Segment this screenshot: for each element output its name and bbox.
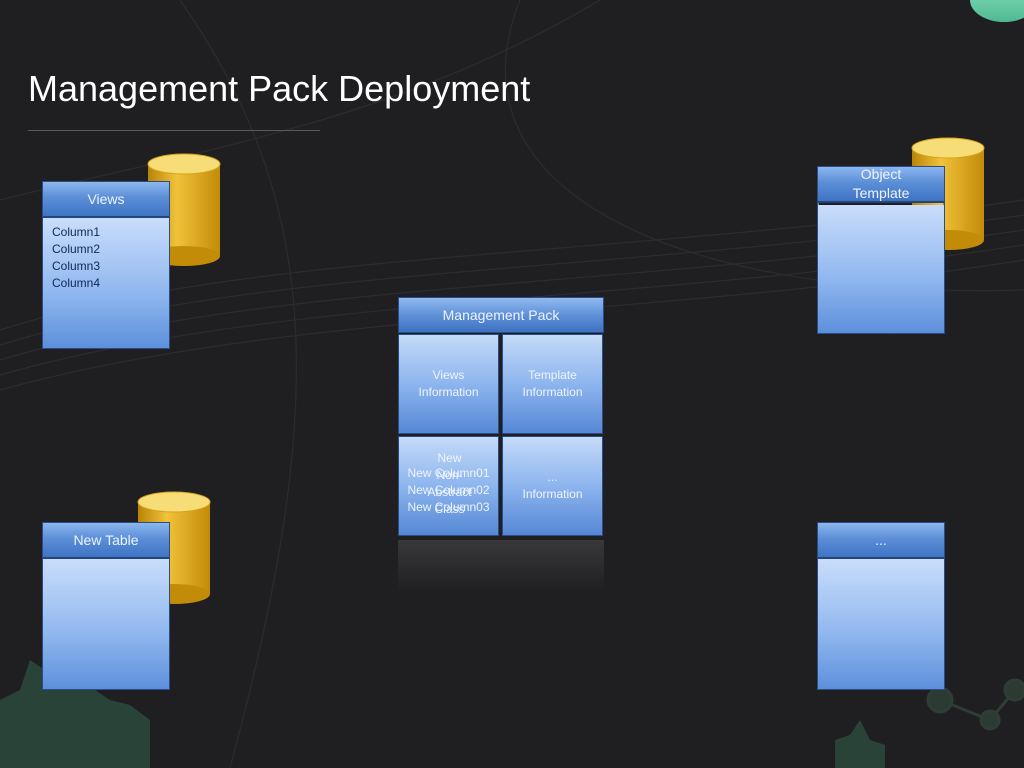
views-column-list: Column1 Column2 Column3 Column4 [52,224,100,292]
management-pack-block: Management Pack Views Information Templa… [398,297,604,539]
views-information-cell: Views Information [398,334,499,434]
new-columns-cell: New Column01 New Column02 New Column03 N… [398,436,499,536]
ellipsis-table-body [818,559,944,689]
object-template-table: Object Template [817,166,945,334]
views-table: Views Column1 Column2 Column3 Column4 [42,181,170,349]
template-information-cell: Template Information [502,334,603,434]
object-template-table-body [818,205,944,333]
management-pack-reflection [398,540,604,592]
ellipsis-table-header: ... [818,523,944,559]
ellipsis-table: ... [817,522,945,690]
column-item: Column1 [52,225,101,239]
slide-title: Management Pack Deployment [28,68,531,109]
ellipsis-information-line1: ... [547,470,558,484]
views-information-label: Views Information [418,368,479,399]
column-item: Column4 [52,276,101,290]
teal-corner-shape [970,0,1024,22]
views-table-header: Views [43,182,169,218]
views-table-body: Column1 Column2 Column3 Column4 [43,218,169,348]
template-information-label: Template Information [522,368,583,399]
object-template-table-header: Object Template [818,166,944,203]
new-columns-list: New Column01 New Column02 New Column03 [407,465,489,516]
column-item: Column2 [52,242,101,256]
management-pack-header: Management Pack [398,297,604,333]
column-item: New Column03 [407,499,490,514]
title-divider [28,130,320,131]
city-decoration [0,650,885,768]
new-non-abstract-class-label: New Non-Abstract Class [427,451,472,516]
column-item: New Column01 [407,465,490,480]
new-table-header: New Table [43,523,169,559]
new-table: New Table [42,522,170,690]
column-item: New Column02 [407,482,490,497]
molecule-decoration [926,678,1024,731]
ellipsis-information-line2: Information [522,487,583,501]
column-item: Column3 [52,259,101,273]
ellipsis-information-cell: ... Information [502,436,603,536]
new-table-body [43,559,169,689]
